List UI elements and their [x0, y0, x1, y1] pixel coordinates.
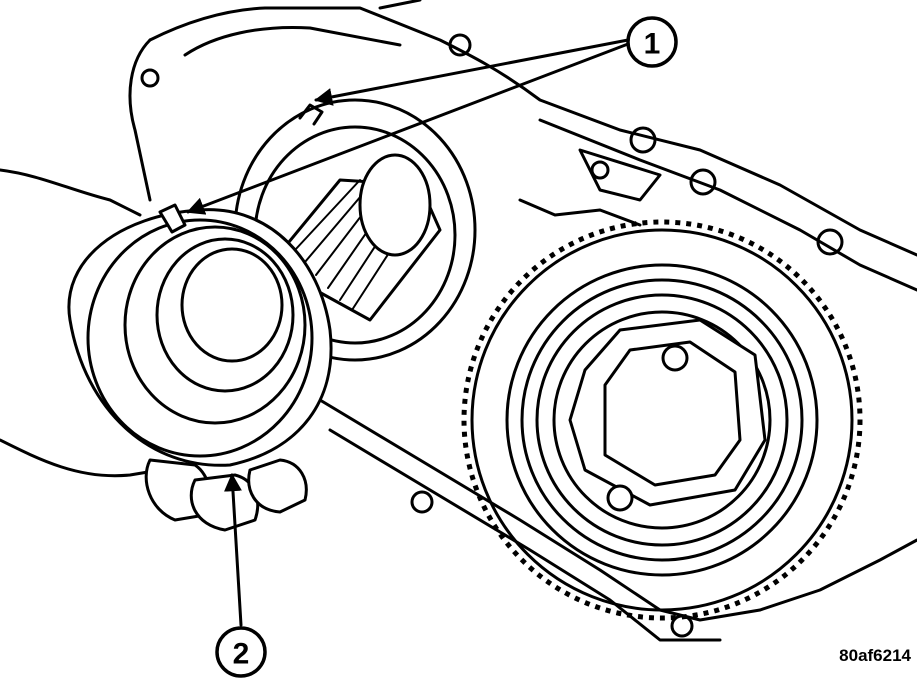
callout-1-arrow-upper — [314, 38, 630, 106]
callout-1-arrow-lower — [186, 42, 630, 215]
callout-2-arrow — [223, 473, 243, 627]
callout-2-number: 2 — [233, 638, 250, 671]
oil-seal — [67, 203, 333, 467]
leader-arrows — [186, 38, 630, 627]
figure-reference-code: 80af6214 — [839, 646, 911, 665]
callout-1: 1 — [626, 16, 678, 68]
callout-1-number: 1 — [644, 28, 661, 61]
drive-gear — [461, 219, 863, 621]
callout-2: 2 — [215, 626, 267, 678]
hand — [0, 168, 308, 532]
case-housing — [128, 0, 917, 642]
bolt-holes — [140, 33, 844, 638]
